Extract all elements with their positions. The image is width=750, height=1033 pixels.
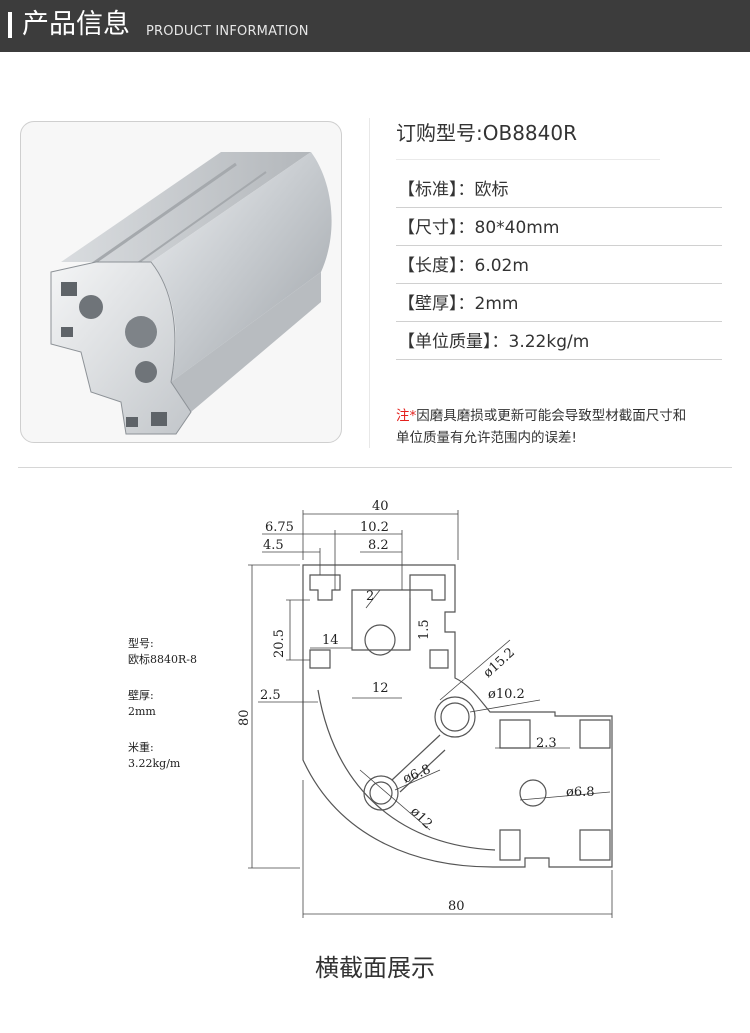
spec-unit-weight: 【单位质量】：3.22kg/m [398,332,590,352]
spec-row-standard: 【标准】：欧标 [396,170,722,208]
drawing-model-value: 欧标8840R-8 [128,653,197,666]
section-caption: 横截面展示 [315,954,435,982]
spec-row-length: 【长度】：6.02m [396,246,722,284]
dim-8-2: 8.2 [368,538,389,553]
section-header: 产品信息 PRODUCT INFORMATION [0,0,750,52]
tolerance-note: 注*因磨具磨损或更新可能会导致型材截面尺寸和 单位质量有允许范围内的误差! [396,405,686,449]
drawing-wall-value: 2mm [128,705,156,718]
dim-80-horizontal: 80 [448,899,465,914]
dim-dia-15-2: ø15.2 [481,645,518,681]
aluminum-profile-image [50,152,332,435]
dim-2-5: 2.5 [260,688,281,703]
dim-40: 40 [372,499,389,514]
drawing-weight-label: 米重: [128,741,154,754]
spec-length: 【长度】：6.02m [398,256,529,276]
dim-14: 14 [322,633,339,648]
header-title: 产品信息 [22,9,130,40]
spec-row-size: 【尺寸】：80*40mm [396,208,722,246]
dim-dia-10-2: ø10.2 [488,687,525,702]
dim-6-75: 6.75 [265,520,294,535]
note-line-1: 因磨具磨损或更新可能会导致型材截面尺寸和 [416,408,687,424]
header-subtitle: PRODUCT INFORMATION [146,24,309,39]
profile-outline [302,564,613,868]
product-photo [20,121,342,443]
drawing-wall-label: 壁厚: [128,689,154,702]
header-accent-bar [8,12,12,38]
dim-dia-6-8-left: ø6.8 [401,762,433,787]
dim-1-5: 1.5 [417,619,432,640]
drawing-model-label: 型号: [128,637,154,650]
dim-2: 2 [366,589,374,604]
dim-2-3: 2.3 [536,736,557,751]
dim-80-vertical: 80 [237,709,252,726]
note-mark: 注* [396,408,417,424]
spec-row-wall: 【壁厚】：2mm [396,284,722,322]
dim-dia-6-8-right: ø6.8 [566,785,595,800]
vertical-divider [369,118,370,448]
section-divider [18,467,732,468]
dim-20-5: 20.5 [272,629,287,658]
drawing-model-info: 型号: 欧标8840R-8 [128,636,197,668]
spec-size: 【尺寸】：80*40mm [398,218,560,238]
drawing-wall-info: 壁厚: 2mm [128,688,156,720]
spec-row-weight: 【单位质量】：3.22kg/m [396,322,722,360]
cross-section-drawing: 40 6.75 10.2 4.5 8.2 2 20.5 14 1.5 12 2.… [237,499,613,918]
note-line-2: 单位质量有允许范围内的误差! [396,430,577,446]
dim-4-5: 4.5 [263,538,284,553]
dim-12: 12 [372,681,389,696]
dim-dia-12: ø12 [407,804,435,832]
model-number: 订购型号:OB8840R [396,121,577,145]
dim-10-2: 10.2 [360,520,389,535]
drawing-weight-info: 米重: 3.22kg/m [128,740,180,772]
spec-standard: 【标准】：欧标 [398,180,509,200]
spec-wall-thickness: 【壁厚】：2mm [398,294,519,314]
drawing-weight-value: 3.22kg/m [128,757,181,770]
model-underline [396,159,660,160]
